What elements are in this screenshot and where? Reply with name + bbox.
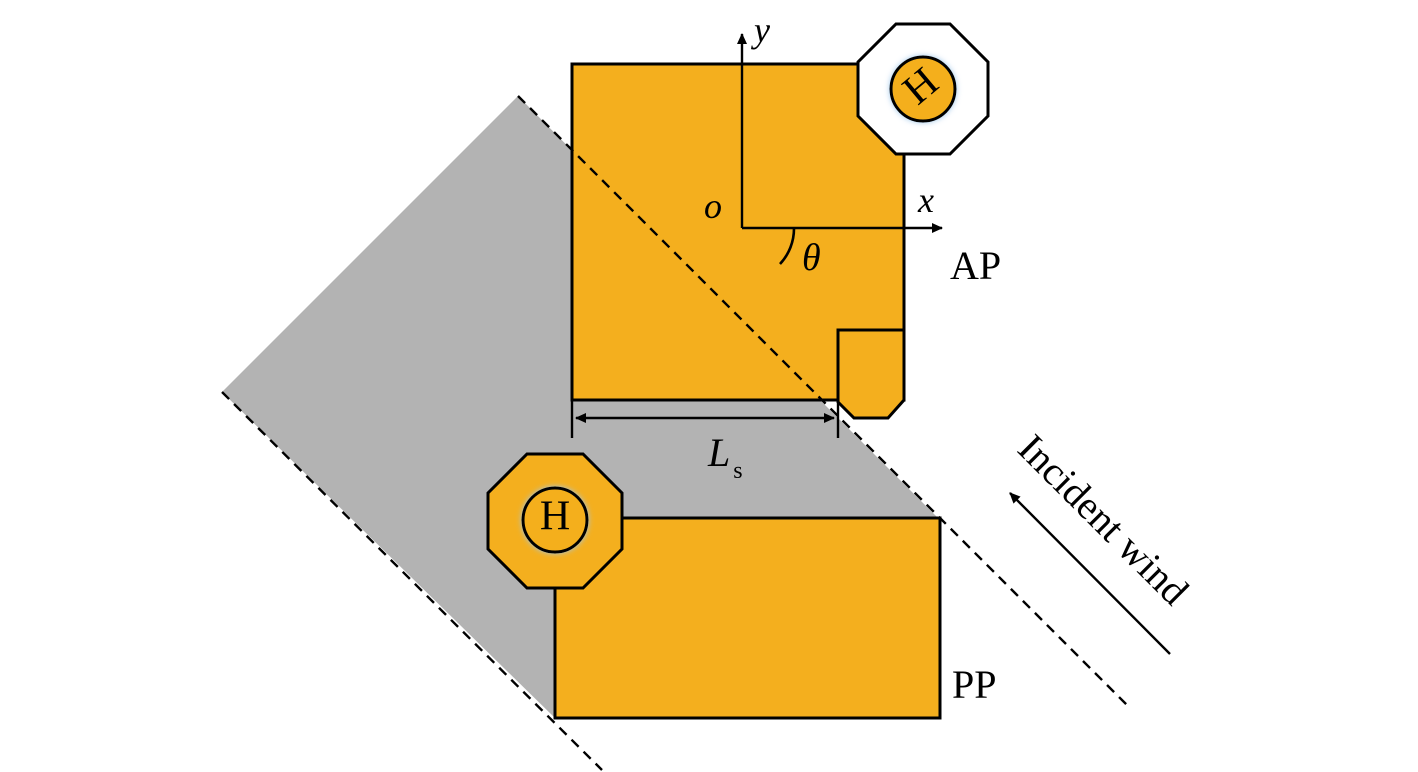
- pp-helipad-marker-icon: [521, 486, 589, 554]
- ap-label: AP: [950, 243, 1001, 288]
- y-axis-label: y: [751, 10, 770, 50]
- spacing-main: L: [707, 430, 730, 475]
- spacing-sub: s: [733, 458, 742, 484]
- lower-dashed-line: [221, 391, 603, 771]
- ap-corner-module: [836, 328, 906, 420]
- angle-label: θ: [802, 237, 821, 279]
- theta-arc: [779, 227, 796, 265]
- origin-label: o: [704, 186, 722, 226]
- x-axis-label: x: [917, 180, 934, 220]
- pp-helipad-marker: H: [540, 494, 570, 540]
- ap-helipad: H: [856, 22, 990, 156]
- pp-platform: [553, 516, 942, 720]
- pp-label: PP: [952, 662, 997, 707]
- ap-helipad-marker-icon: [889, 55, 957, 123]
- upper-dashed-line: [517, 95, 1131, 709]
- pp-helipad: H: [486, 452, 624, 590]
- wind-arrow-icon: [1009, 492, 1171, 655]
- shadow-region: [222, 96, 940, 718]
